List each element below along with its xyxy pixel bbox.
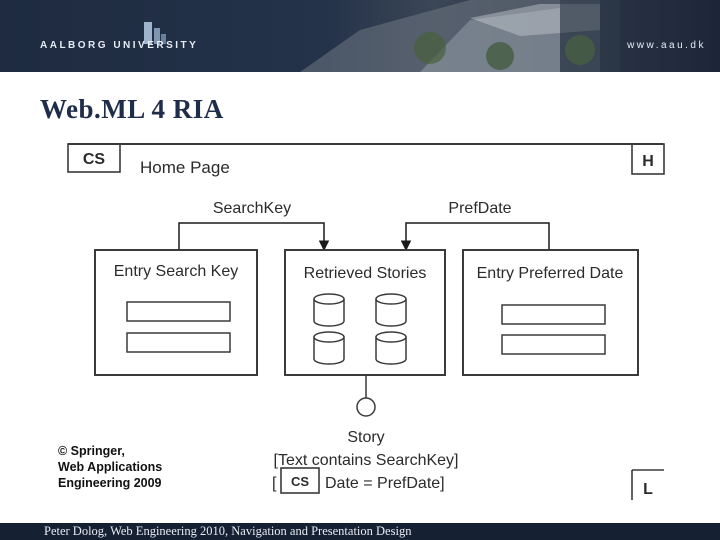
entry-search-key-title: Entry Search Key [114, 263, 239, 280]
page-title: Home Page [140, 158, 230, 177]
search-key-field-1 [126, 301, 231, 322]
retrieved-stories-title: Retrieved Stories [304, 265, 427, 282]
pref-date-field-2 [501, 334, 606, 355]
website-link[interactable]: www.aau.dk [627, 40, 706, 51]
landmark-marker-label: L [643, 481, 653, 498]
database-icon [313, 293, 345, 327]
footer-bar: Peter Dolog, Web Engineering 2010, Navig… [0, 523, 720, 540]
link-arrow-searchkey [178, 222, 330, 252]
campus-photo [144, 0, 620, 72]
database-icon [313, 331, 345, 365]
page-home-marker: H [642, 153, 654, 170]
link-label-prefdate: PrefDate [448, 200, 511, 217]
link-label-searchkey: SearchKey [213, 200, 291, 217]
story-selector-tail: Date = PrefDate] [325, 475, 445, 492]
search-key-field-2 [126, 332, 231, 353]
selector-cs-label: CS [291, 474, 309, 489]
page-cs-marker: CS [83, 151, 106, 168]
pref-date-field-1 [501, 304, 606, 325]
story-selector-open: [ [272, 475, 277, 492]
database-icon [375, 293, 407, 327]
copyright-credit: © Springer, Web Applications Engineering… [58, 443, 162, 491]
header-banner: AALBORG UNIVERSITY www.aau.dk [0, 0, 720, 72]
retrieved-stories-unit: Retrieved Stories [284, 249, 446, 376]
university-logo-icon [144, 22, 166, 44]
selector-cs-tag [280, 467, 320, 494]
slide-title: Web.ML 4 RIA [40, 94, 224, 124]
footer-text: Peter Dolog, Web Engineering 2010, Navig… [44, 524, 412, 538]
story-selector-text: [Text contains SearchKey] [274, 452, 459, 469]
landmark-marker: L [631, 469, 664, 500]
database-icon [375, 331, 407, 365]
link-arrow-prefdate [400, 222, 550, 252]
university-name: AALBORG UNIVERSITY [40, 40, 199, 51]
home-page-frame: CS Home Page H [67, 143, 665, 177]
entry-preferred-date-unit: Entry Preferred Date [462, 249, 639, 376]
entry-search-key-unit: Entry Search Key [94, 249, 258, 376]
credit-line: Engineering 2009 [58, 476, 162, 490]
credit-line: Web Applications [58, 460, 163, 474]
entry-preferred-date-title: Entry Preferred Date [477, 265, 624, 282]
story-label: Story [347, 429, 384, 446]
story-node-icon [356, 397, 376, 417]
credit-line: © Springer, [58, 444, 125, 458]
